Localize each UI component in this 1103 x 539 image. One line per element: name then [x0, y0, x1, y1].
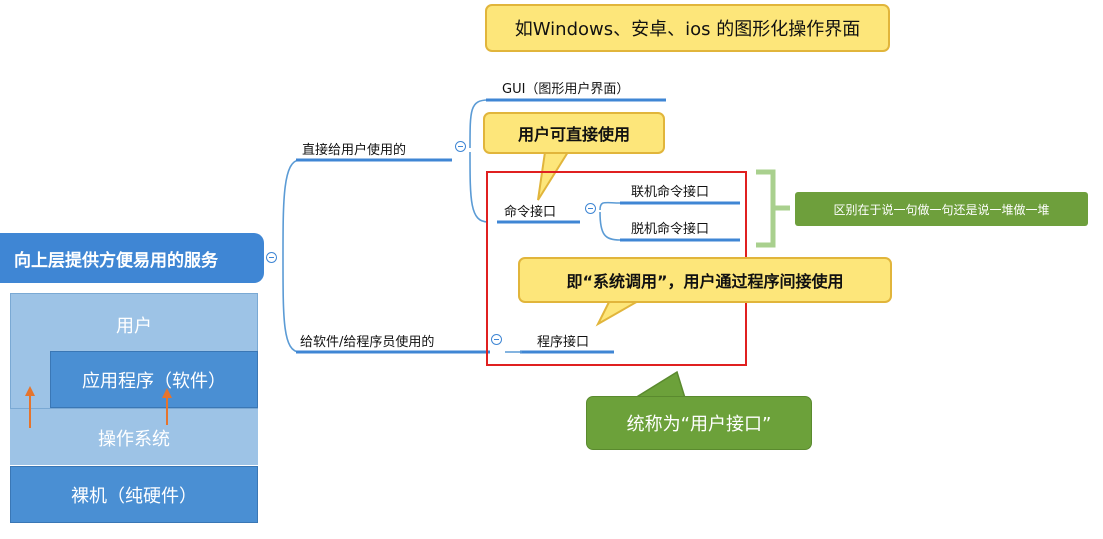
node-command[interactable]: 命令接口	[504, 205, 557, 220]
connector-root-direct	[282, 159, 440, 259]
callout-gui-note: 如Windows、安卓、ios 的图形化操作界面	[485, 4, 890, 52]
layer-hardware-label: 裸机（纯硬件）	[71, 485, 197, 507]
difference-note: 区别在于说一句做一句还是说一堆做一堆	[795, 192, 1088, 226]
callout-command-note: 用户可直接使用	[483, 112, 665, 154]
collapse-toggle-program[interactable]	[491, 334, 502, 345]
node-offline-command[interactable]: 脱机命令接口	[631, 222, 710, 237]
unified-user-interface-note: 统称为“用户接口”	[586, 396, 812, 450]
callout-program-note: 即“系统调用”，用户通过程序间接使用	[518, 257, 892, 303]
collapse-toggle-root[interactable]	[266, 252, 277, 263]
branch-program-label[interactable]: 给软件/给程序员使用的	[300, 335, 435, 350]
layer-hardware: 裸机（纯硬件）	[10, 466, 258, 523]
bracket-shape	[756, 169, 790, 248]
connector-direct-command	[469, 151, 489, 223]
collapse-toggle-direct[interactable]	[455, 141, 466, 152]
layer-os: 操作系统	[10, 408, 258, 465]
root-node[interactable]: 向上层提供方便易用的服务	[0, 233, 264, 283]
node-online-command[interactable]: 联机命令接口	[631, 185, 710, 200]
layer-application-label: 应用程序（软件）	[82, 370, 226, 392]
layer-application: 应用程序（软件）	[50, 351, 258, 408]
connector-command-offline	[599, 211, 740, 241]
branch-direct-label[interactable]: 直接给用户使用的	[302, 143, 407, 158]
callout-tail-unified	[632, 370, 687, 399]
layer-os-label: 操作系统	[98, 429, 170, 450]
collapse-toggle-command[interactable]	[585, 203, 596, 214]
connector-command-online	[599, 201, 740, 211]
layer-user-label: 用户	[116, 316, 152, 337]
node-gui[interactable]: GUI（图形用户界面）	[502, 82, 630, 97]
node-program-interface[interactable]: 程序接口	[537, 335, 590, 350]
